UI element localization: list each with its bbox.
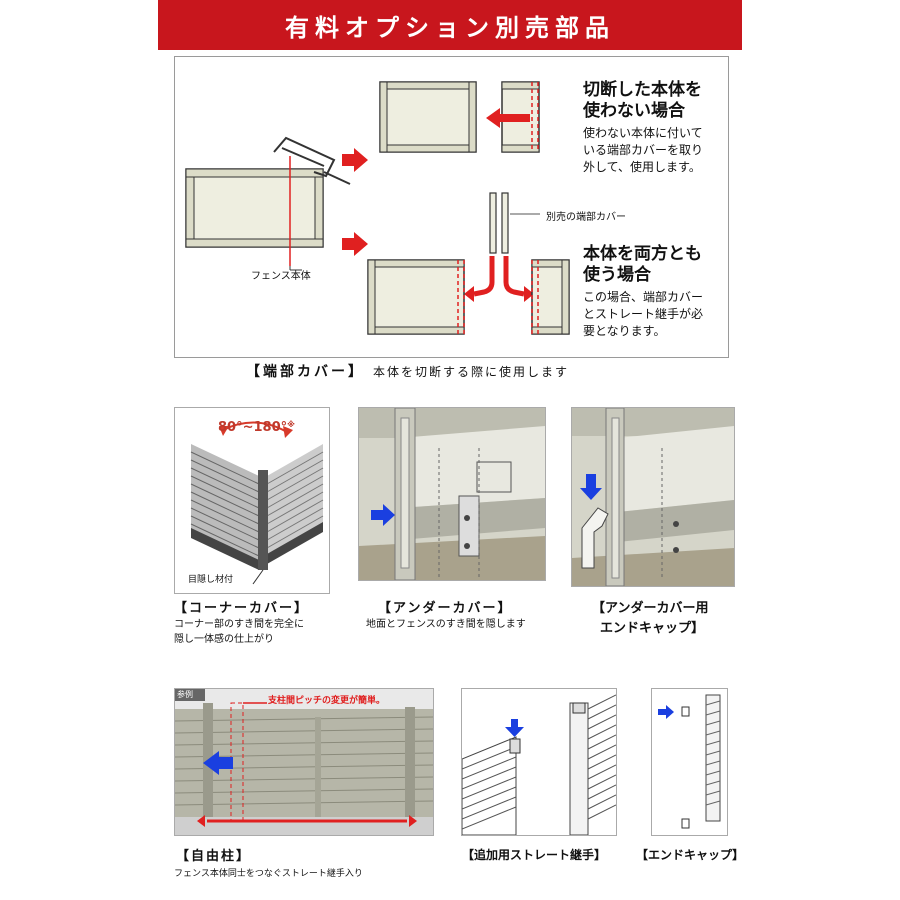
saw-icon [273, 136, 351, 185]
corner-angle-value: 80°~180° [218, 420, 288, 435]
sold-separately-end-cover [489, 192, 540, 254]
corner-cover-desc-line1: コーナー部のすき間を完全に [174, 619, 304, 630]
free-post-tag: 参例 [177, 690, 193, 699]
corner-cover-desc-line2: 隠し一体感の仕上がり [174, 634, 274, 645]
case1-title-line1: 切断した本体を [583, 80, 702, 100]
used-panel-left [367, 259, 465, 335]
arrow-left-icon [203, 751, 233, 775]
arrow-right-icon [658, 705, 674, 719]
end-cover-caption-sub: 本体を切断する際に使用します [373, 365, 570, 379]
arrow-right-icon [342, 148, 368, 172]
under-cover-title: 【アンダーカバー】 [378, 601, 513, 616]
under-cover-desc: 地面とフェンスのすき間を隠します [366, 619, 526, 630]
case1-title-line2: 使わない場合 [583, 101, 685, 121]
case2-body-line3: 要となります。 [583, 324, 666, 338]
unused-panel [379, 81, 477, 153]
corner-cover-image [174, 407, 330, 594]
fence-body-panel [185, 168, 324, 248]
case1-body-line2: いる端部カバーを取り [583, 143, 704, 157]
free-post-title: 【自由柱】 [176, 849, 252, 864]
under-endcap-title-line2: エンドキャップ】 [600, 621, 705, 636]
arrow-right-icon [371, 504, 395, 526]
free-post-callout: 支柱間ピッチの変更が簡単。 [268, 696, 386, 706]
under-endcap-title-line1: 【アンダーカバー用 [592, 601, 709, 616]
under-cover-image [358, 407, 546, 581]
case2-title-line2: 使う場合 [583, 265, 651, 285]
banner-title: 有料オプション別売部品 [158, 0, 742, 50]
straight-joint-image [461, 688, 617, 836]
end-cover-diagram-art [185, 81, 570, 335]
free-post-image [174, 688, 434, 836]
case2-body-line1: この場合、端部カバー [583, 290, 704, 304]
case1-body-line1: 使わない本体に付いて [583, 126, 703, 140]
end-cap-image [651, 688, 728, 836]
corner-angle-note: ※ [287, 420, 295, 429]
arrow-down-icon [580, 474, 602, 500]
corner-panel-label: 目隠し材付 [188, 575, 234, 585]
under-endcap-image [571, 407, 735, 587]
corner-angle-label: 80°~180°※ [218, 420, 295, 435]
used-panel-right [531, 259, 570, 335]
arrow-right-icon [342, 232, 368, 256]
case2-title-line1: 本体を両方とも [583, 244, 702, 264]
case2-body-line2: とストレート継手が必 [583, 307, 704, 321]
end-cap-title: 【エンドキャップ】 [636, 848, 745, 862]
end-cover-caption-title: 【端部カバー】 [246, 364, 365, 380]
arrow-down-icon [505, 719, 524, 737]
end-cover-caption: 【端部カバー】 本体を切断する際に使用します [246, 361, 569, 381]
corner-cover-title: 【コーナーカバー】 [174, 601, 310, 616]
free-post-desc: フェンス本体同士をつなぐストレート継手入り [174, 869, 363, 879]
case1-body-line3: 外して、使用します。 [583, 160, 701, 174]
fence-body-label: フェンス本体 [251, 271, 311, 282]
arrow-left-icon [486, 108, 530, 128]
straight-joint-title: 【追加用ストレート継手】 [462, 848, 607, 862]
sold-separately-label: 別売の端部カバー [546, 212, 626, 223]
